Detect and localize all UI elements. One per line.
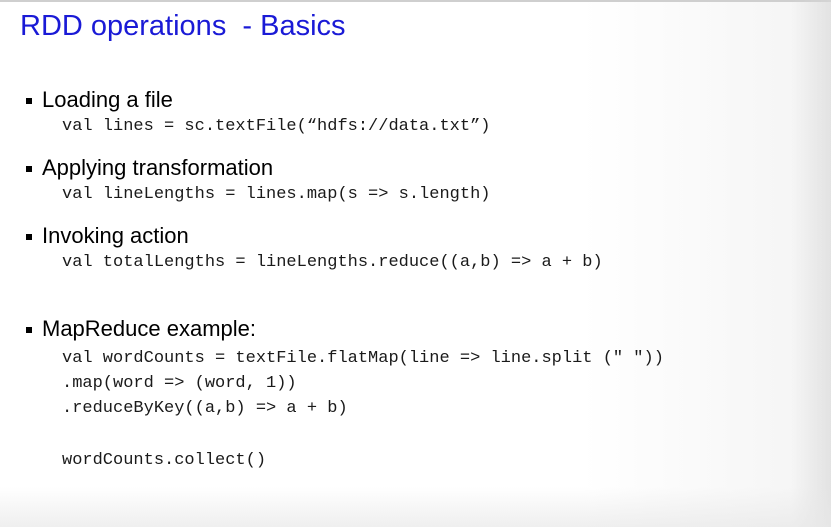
code-line-reducebykey: .reduceByKey((a,b) => a + b) bbox=[62, 399, 348, 418]
code-line-loading: val lines = sc.textFile(“hdfs://data.txt… bbox=[62, 117, 491, 136]
bullet-icon bbox=[26, 166, 32, 172]
section-heading-transformation: Applying transformation bbox=[42, 155, 274, 180]
bullet-icon bbox=[26, 234, 32, 240]
section-heading-loading: Loading a file bbox=[42, 87, 173, 112]
slide-title: RDD operations - Basics bbox=[20, 10, 346, 42]
right-edge-shade bbox=[791, 0, 831, 527]
bullet-icon bbox=[26, 98, 32, 104]
code-line-wordcounts: val wordCounts = textFile.flatMap(line =… bbox=[62, 349, 664, 368]
code-line-action: val totalLengths = lineLengths.reduce((a… bbox=[62, 253, 603, 272]
top-divider bbox=[0, 0, 831, 2]
bullet-icon bbox=[26, 327, 32, 333]
section-heading-action: Invoking action bbox=[42, 223, 189, 248]
code-line-map: .map(word => (word, 1)) bbox=[62, 374, 297, 393]
bottom-edge-shade bbox=[0, 487, 831, 527]
code-line-collect: wordCounts.collect() bbox=[62, 451, 267, 470]
section-heading-mapreduce: MapReduce example: bbox=[42, 316, 257, 341]
code-line-transformation: val lineLengths = lines.map(s => s.lengt… bbox=[62, 185, 491, 204]
